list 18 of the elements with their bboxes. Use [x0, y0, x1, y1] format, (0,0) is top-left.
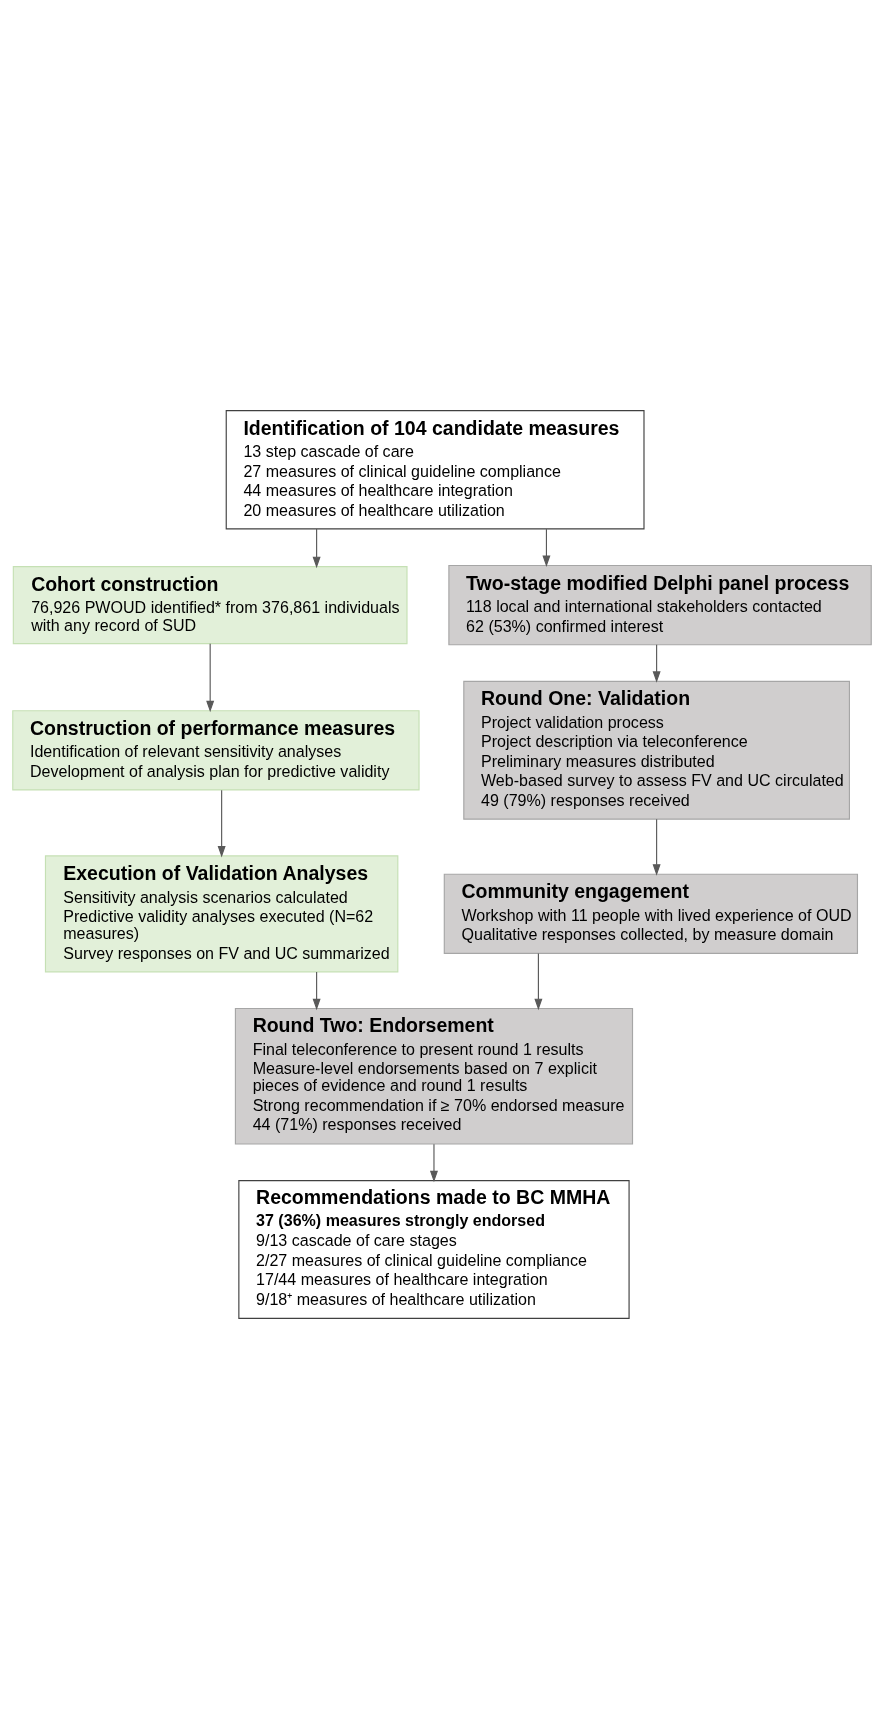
node-box: Two-stage modified Delphi panel process 118 local and international stakeholders contacted 62 (53%) confirmed interest [448, 564, 872, 645]
node-box: Recommendations made to BC MMHA 37 (36%) measures strongly endorsed 9/13 cascade of care stages 2/27 measures of clinical guideline compliance 17/44 measures of healthcare integration 9/18⁺ measures of healthcare utilization [238, 1179, 630, 1319]
node-box: Cohort construction 76,926 PWOUD identified* from 376,861 individuals with any record of SUD [12, 565, 408, 644]
arrow [429, 1143, 438, 1182]
arrow [217, 789, 226, 857]
arrow [542, 528, 551, 567]
arrow [534, 952, 543, 1010]
node-box: Community engagement Workshop with 11 people with lived experience of OUD Qualitative responses collected, by measure domain [443, 873, 859, 954]
node-box: Round Two: Endorsement Final teleconference to present round 1 results Measure-level endorsements based on 7 explicit pieces of evidence and round 1 results Strong recommendation if ≥ 70% endorsed measure 44 (71%) responses received [234, 1007, 634, 1145]
node-box: Construction of performance measures Identification of relevant sensitivity analyses Development of analysis plan for predictive validity [12, 709, 420, 790]
arrow [312, 970, 321, 1010]
arrow [206, 642, 215, 712]
node-box: Execution of Validation Analyses Sensitivity analysis scenarios calculated Predictive validity analyses executed (N=62 measures) Survey responses on FV and UC summarized [44, 854, 399, 972]
arrow [312, 528, 321, 568]
node-box: Identification of 104 candidate measures 13 step cascade of care 27 measures of clinical guideline compliance 44 measures of healthcare integration 20 measures of healthcare utilization [225, 409, 645, 529]
arrow [652, 643, 661, 683]
node-box: Round One: Validation Project validation process Project description via teleconference Preliminary measures distributed Web-based survey to assess FV and UC circulated 49 (79%) responses received [463, 680, 850, 820]
arrow [652, 818, 661, 876]
